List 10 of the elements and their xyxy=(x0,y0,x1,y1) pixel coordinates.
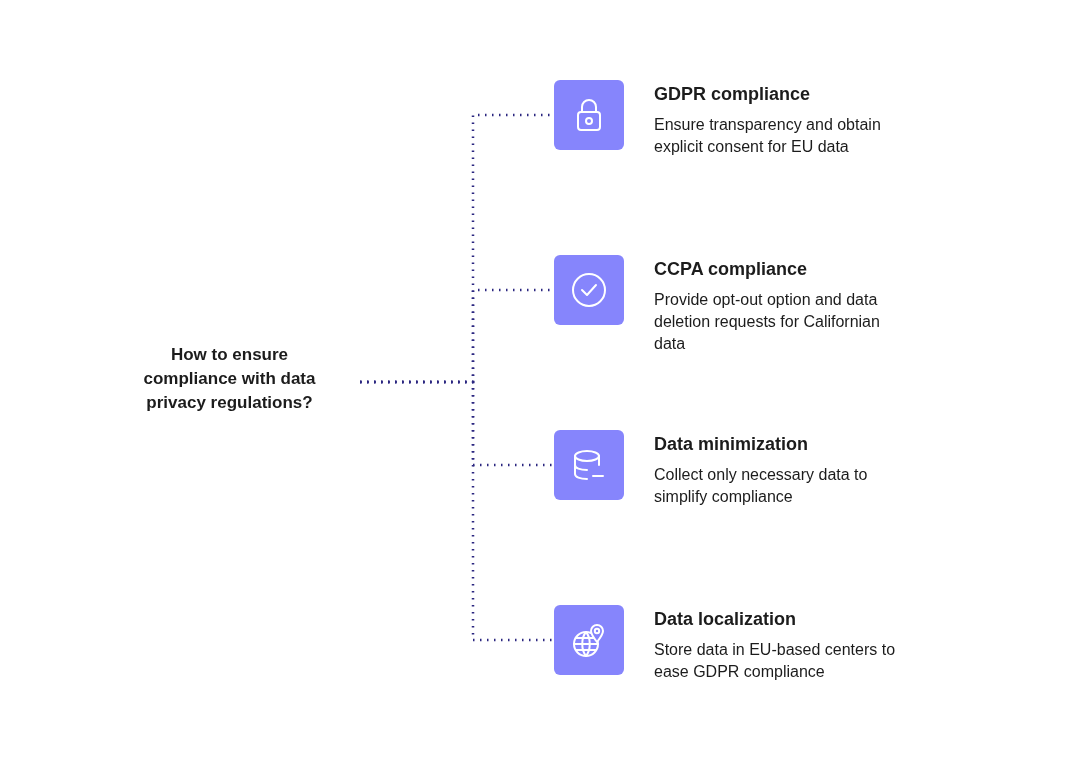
item-description: Ensure transparency and obtain explicit consent for EU data xyxy=(654,115,882,157)
item-heading: GDPR compliance xyxy=(654,83,811,106)
item-heading: CCPA compliance xyxy=(654,258,808,281)
item-description: Provide opt-out option and data deletion requests for Californian data xyxy=(654,290,881,354)
item-description: Collect only necessary data to simplify compliance xyxy=(654,465,869,507)
question-text: How to ensure compliance with data privacy regulations? xyxy=(129,343,360,415)
item-heading: Data localization xyxy=(654,608,797,631)
dotted-connector xyxy=(360,380,554,642)
item-description: Store data in EU-based centers to ease GDPR compliance xyxy=(654,640,897,682)
item-heading: Data minimization xyxy=(654,433,809,456)
